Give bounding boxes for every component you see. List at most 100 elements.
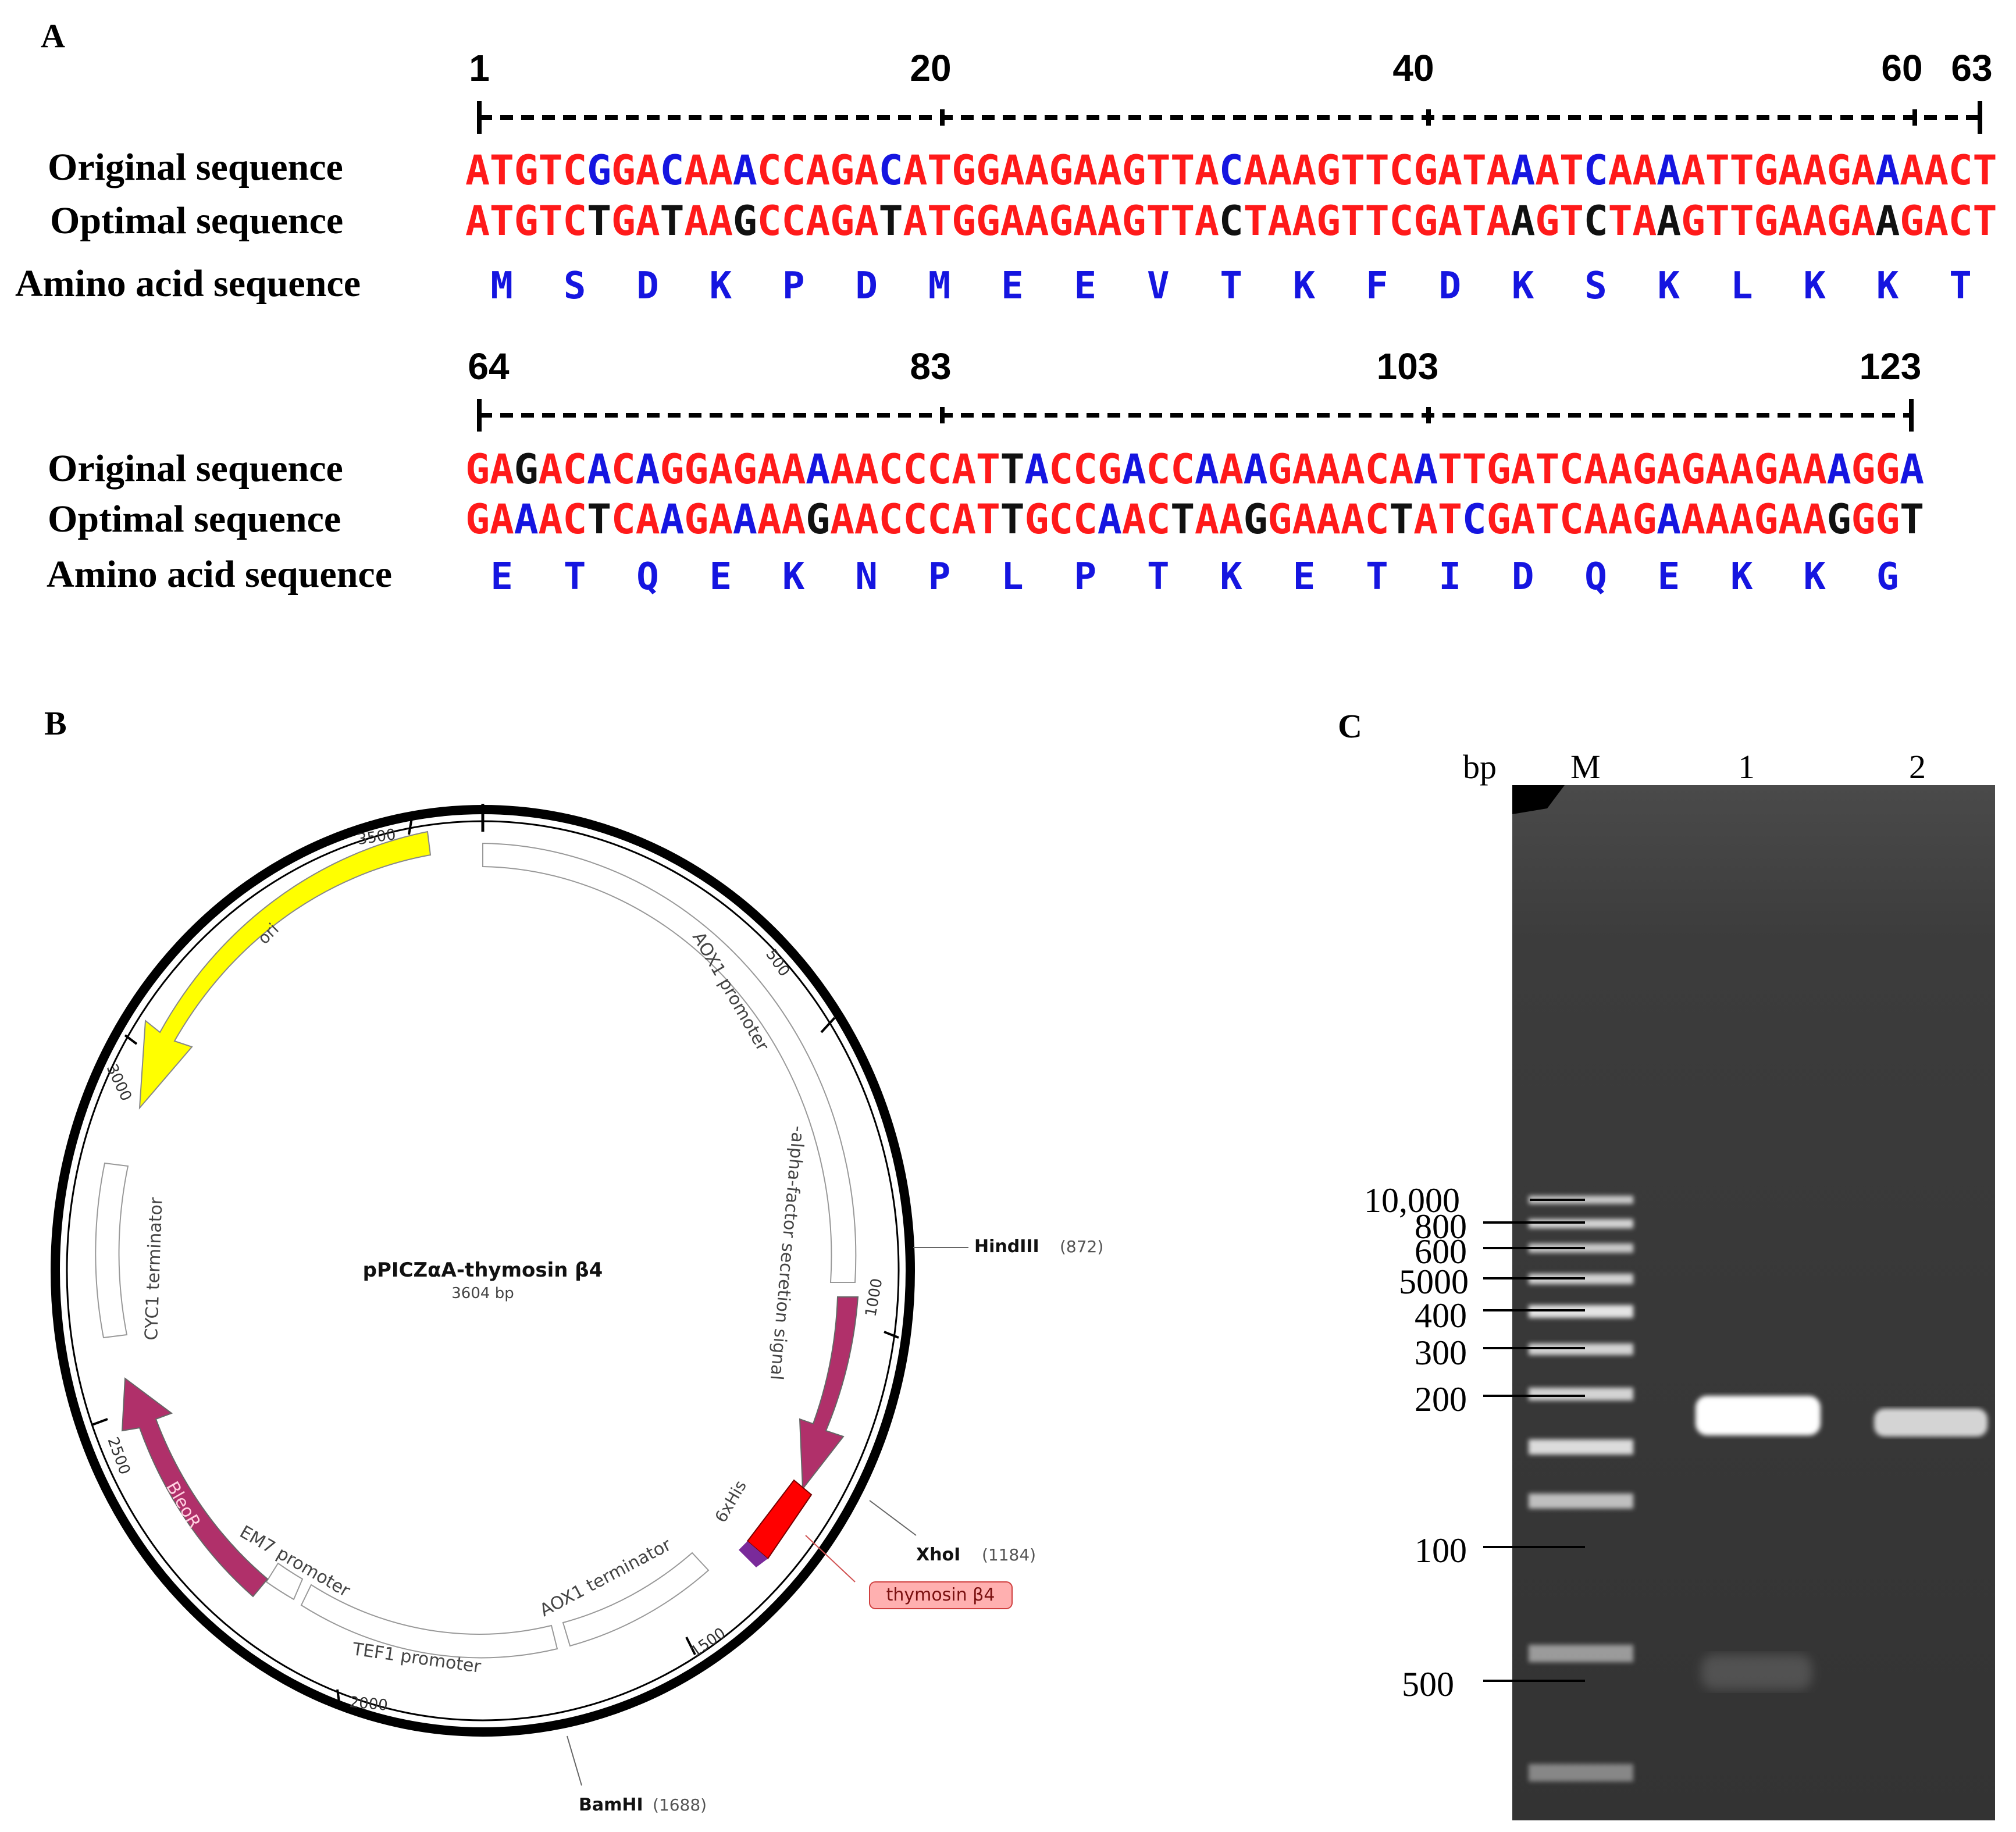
original-base: G <box>1316 147 1341 194</box>
original-base: G <box>1851 445 1876 493</box>
hindiii-site-pos: (872) <box>1060 1237 1103 1256</box>
optimal-base: G <box>1243 496 1268 543</box>
original-base: A <box>1194 147 1220 194</box>
original-base: C <box>562 445 587 493</box>
optimal-base: A <box>514 496 539 543</box>
block1-optimal-label: Optimal sequence <box>50 199 344 242</box>
original-base: G <box>465 445 490 493</box>
original-base: A <box>1316 445 1341 493</box>
optimal-base: C <box>1219 197 1244 245</box>
original-base: G <box>611 147 636 194</box>
optimal-base: A <box>1632 197 1657 245</box>
optimal-base: A <box>1413 496 1438 543</box>
lane-label-2: 2 <box>1909 748 1926 786</box>
original-base: A <box>1608 147 1633 194</box>
original-base: A <box>903 147 928 194</box>
optimal-base: C <box>903 496 928 543</box>
original-base: C <box>1559 445 1584 493</box>
original-base: A <box>1583 445 1608 493</box>
optimal-base: G <box>1121 197 1146 245</box>
optimal-base: A <box>1340 496 1365 543</box>
original-base: A <box>781 445 806 493</box>
original-base: A <box>757 445 782 493</box>
original-base: G <box>975 147 1000 194</box>
lane1-band <box>1696 1396 1821 1435</box>
optimal-base: A <box>1924 197 1949 245</box>
optimal-base: A <box>635 197 660 245</box>
original-base: A <box>1340 445 1365 493</box>
original-base: A <box>489 445 514 493</box>
amino-acid: K <box>1292 265 1316 308</box>
block1-amino-label: Amino acid sequence <box>15 262 361 305</box>
amino-acid: T <box>1146 555 1170 598</box>
lane-label-1: 1 <box>1738 748 1755 786</box>
bamhi-site-pos: (1688) <box>653 1795 707 1815</box>
optimal-base: A <box>732 496 757 543</box>
optimal-base: G <box>1754 496 1779 543</box>
original-base: G <box>1680 445 1705 493</box>
original-base: A <box>635 445 660 493</box>
original-base: A <box>465 147 490 194</box>
optimal-base: A <box>538 496 563 543</box>
optimal-base: A <box>1778 496 1803 543</box>
optimal-base: G <box>1632 496 1657 543</box>
amino-acid: E <box>1074 265 1097 308</box>
optimal-base: A <box>1097 197 1122 245</box>
ruler-label: 20 <box>910 47 952 89</box>
block2-ruler <box>477 399 1914 432</box>
optimal-base: T <box>1729 197 1754 245</box>
optimal-base: C <box>611 496 636 543</box>
amino-acid: E <box>1657 555 1680 598</box>
amino-acid: M <box>928 265 951 308</box>
optimal-base: G <box>514 197 539 245</box>
original-base: C <box>781 147 806 194</box>
optimal-base: T <box>538 197 563 245</box>
original-base: T <box>1462 445 1487 493</box>
block1-ruler <box>477 101 1982 134</box>
amino-acid: T <box>563 555 586 598</box>
optimal-base: A <box>951 496 977 543</box>
original-base: C <box>1583 147 1608 194</box>
block2-amino-label: Amino acid sequence <box>47 553 392 596</box>
tick-2500: 2500 <box>104 1435 133 1477</box>
bp-label: bp <box>1463 748 1497 786</box>
em7-promoter-box <box>265 1562 304 1601</box>
his-tag-label: 6xHis <box>711 1477 750 1526</box>
original-base: A <box>1826 445 1851 493</box>
original-base: T <box>1340 147 1365 194</box>
optimal-base: G <box>1049 197 1074 245</box>
xhoi-site-label: XhoI <box>916 1545 960 1565</box>
aox1-promoter-box <box>482 842 857 1283</box>
original-base: A <box>1705 445 1730 493</box>
optimal-base: A <box>757 496 782 543</box>
original-base: T <box>927 147 952 194</box>
original-base: G <box>1413 147 1438 194</box>
marker-label: 600 <box>1415 1232 1467 1271</box>
marker-label: 200 <box>1415 1380 1467 1418</box>
original-base: G <box>514 147 539 194</box>
ori-arrow <box>138 831 432 1110</box>
original-base: A <box>806 445 831 493</box>
marker-label: 10,000 <box>1364 1181 1460 1220</box>
his-tag-arrow <box>739 1541 768 1567</box>
amino-acid: T <box>1949 265 1972 308</box>
aox1-terminator-box <box>562 1552 710 1647</box>
optimal-base: G <box>1535 197 1560 245</box>
gel-marker-lines <box>1483 1199 1585 1682</box>
original-base: A <box>538 445 563 493</box>
alpha-factor-label: -alpha-factor secretion signal <box>766 1125 808 1381</box>
original-base: A <box>708 445 733 493</box>
original-base: T <box>1146 147 1171 194</box>
optimal-base: T <box>586 496 612 543</box>
optimal-base: A <box>684 197 709 245</box>
amino-acid: K <box>1803 555 1826 598</box>
optimal-base: A <box>1729 496 1754 543</box>
optimal-base: C <box>1146 496 1171 543</box>
optimal-base: A <box>1267 197 1292 245</box>
original-base: T <box>1000 445 1025 493</box>
optimal-base: A <box>1875 197 1900 245</box>
optimal-base: G <box>684 496 709 543</box>
